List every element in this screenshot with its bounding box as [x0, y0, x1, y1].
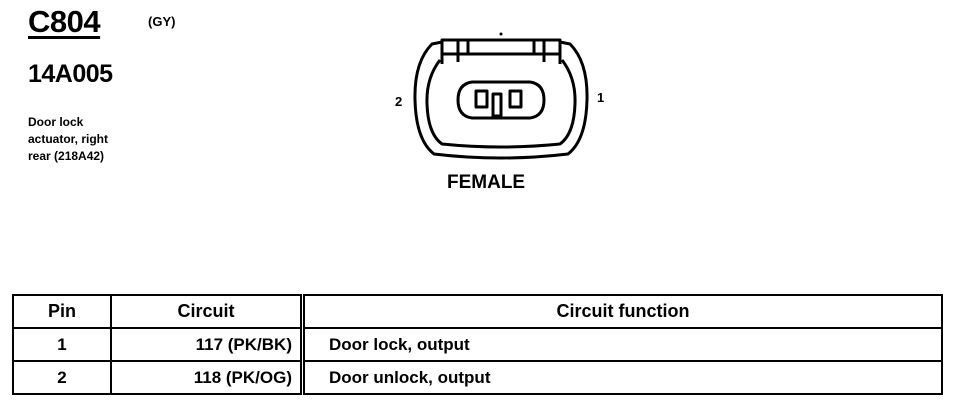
header-function: Circuit function	[301, 294, 943, 329]
header-circuit: Circuit	[110, 294, 305, 329]
center-key	[491, 92, 503, 118]
table-header-row: Pin Circuit Circuit function	[12, 294, 943, 329]
header-pin: Pin	[12, 294, 112, 329]
connector-description: Door lock actuator, right rear (218A42)	[28, 114, 108, 165]
part-number: 14A005	[28, 60, 113, 88]
connector-face-diagram: 2 1	[395, 32, 604, 160]
cell-circuit: 118 (PK/OG)	[110, 360, 305, 395]
pin-circuit-table: Pin Circuit Circuit function 1 117 (PK/B…	[12, 294, 943, 395]
connector-gender: FEMALE	[447, 172, 526, 193]
description-line: Door lock	[28, 115, 84, 129]
housing-outline	[413, 40, 589, 160]
terminal-cavity	[456, 80, 546, 120]
cell-pin: 1	[12, 327, 112, 362]
housing-inner-outline	[425, 59, 577, 149]
pin-label-right: 1	[597, 90, 604, 105]
pin-1-terminal	[508, 89, 523, 109]
connector-color: (GY)	[148, 14, 176, 29]
table-row: 2 118 (PK/OG) Door unlock, output	[12, 360, 943, 395]
connector-id: C804	[28, 4, 101, 39]
description-line: rear (218A42)	[28, 149, 105, 163]
locking-tab	[440, 38, 562, 64]
cell-function: Door lock, output	[301, 327, 943, 362]
pin-label-left: 2	[395, 94, 402, 109]
table-row: 1 117 (PK/BK) Door lock, output	[12, 327, 943, 362]
cell-function: Door unlock, output	[301, 360, 943, 395]
pin-2-terminal	[474, 89, 489, 109]
cell-circuit: 117 (PK/BK)	[110, 327, 305, 362]
description-line: actuator, right	[28, 132, 109, 146]
cell-pin: 2	[12, 360, 112, 395]
